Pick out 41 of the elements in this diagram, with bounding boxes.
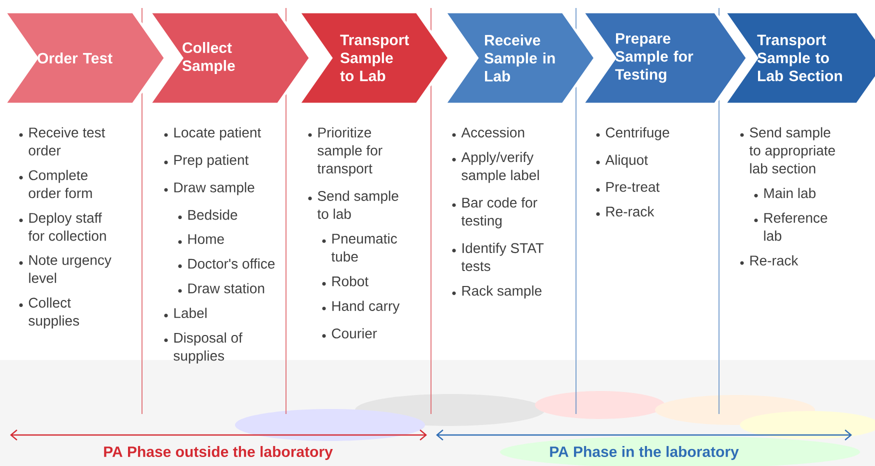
bullet-item: Send sample to lab [308, 190, 398, 219]
bullet-item: Draw station [178, 283, 264, 294]
process-step: Prepare Sample for Testing [580, 10, 749, 106]
bullet-item: Apply/verify sample label [452, 152, 539, 183]
process-step: Order Test [2, 10, 167, 106]
process-step: Transport Sample to Lab Section [722, 10, 875, 106]
bullet-item: Aliquot [596, 154, 648, 168]
bullet-item: Receive test order [19, 127, 106, 156]
bullet-item: Pre-treat [596, 182, 660, 192]
bullet-item: Complete order form [19, 170, 92, 198]
process-step: Collect Sample [147, 10, 312, 106]
bullet-item: Pneumatic tube [322, 233, 397, 262]
bullet-item: Accession [452, 127, 524, 138]
bullet-item: Reference lab [754, 212, 828, 241]
process-step: Receive Sample in Lab [442, 10, 597, 106]
bullet-item: Doctor's office [178, 258, 275, 269]
process-step: Transport Sample to Lab [296, 10, 451, 106]
bullet-item: Draw sample [164, 182, 254, 196]
bullet-item: Identify STAT tests [452, 242, 544, 272]
phase-label: PA Phase in the laboratory [550, 446, 739, 460]
bullet-item: Home [178, 234, 224, 244]
bullet-item: Hand carry [322, 300, 400, 314]
bullet-item: Robot [322, 276, 368, 286]
bullet-item: Deploy staff for collection [19, 212, 106, 241]
bullet-item: Re-rack [596, 206, 654, 217]
bullet-item: Prep patient [164, 154, 249, 168]
bullet-item: Bedside [178, 210, 238, 220]
bullet-item: Rack sample [452, 285, 542, 298]
bullet-item: Locate patient [164, 127, 262, 140]
bullet-item: Collect supplies [19, 297, 80, 328]
bullet-item: Bar code for testing [452, 197, 538, 228]
bullet-item: Courier [322, 328, 377, 338]
bullet-item: Label [164, 308, 207, 318]
bullet-item: Note urgency level [19, 255, 112, 284]
bullet-item: Centrifuge [596, 127, 670, 140]
bullet-item: Prioritize sample for transport [308, 127, 382, 176]
bullet-item: Disposal of supplies [164, 332, 242, 364]
bullet-item: Main lab [754, 188, 816, 198]
bullet-item: Re-rack [740, 255, 798, 266]
phase-label: PA Phase outside the laboratory [104, 446, 333, 460]
bullet-item: Send sample to appropriate lab section [740, 127, 835, 174]
